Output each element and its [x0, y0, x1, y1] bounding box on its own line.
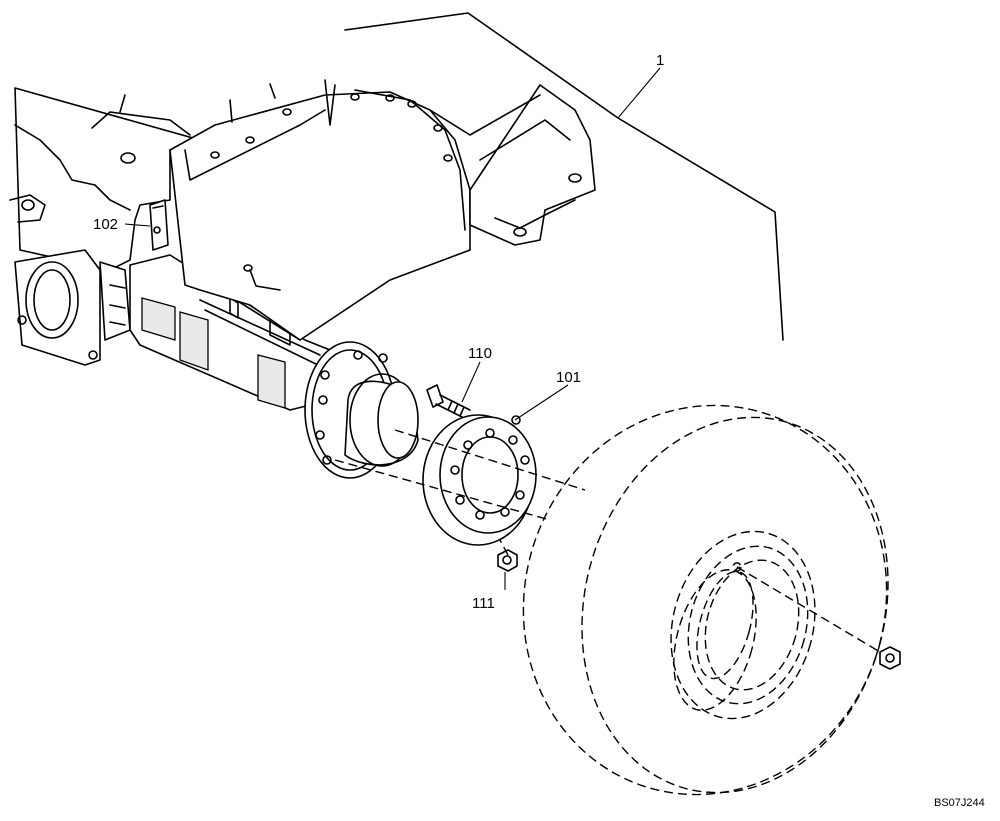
callout-111: 111 [472, 595, 495, 612]
spacer-ring-101 [422, 414, 537, 546]
tire [522, 404, 889, 796]
nut-111 [497, 549, 518, 572]
fender [169, 79, 596, 341]
leader-lines [124, 67, 661, 590]
drawing-reference-code: BS07J244 [934, 797, 985, 809]
callout-102: 102 [93, 216, 118, 233]
wheel-nut-outer [879, 646, 901, 670]
callout-101: 101 [556, 369, 581, 386]
axle-frame [9, 87, 331, 411]
center-lines [334, 429, 881, 653]
callout-1: 1 [656, 52, 664, 69]
lamp-bracket [149, 199, 169, 251]
callout-110: 110 [468, 345, 492, 362]
wheel-hub [304, 341, 419, 479]
bolt-110 [426, 384, 471, 420]
